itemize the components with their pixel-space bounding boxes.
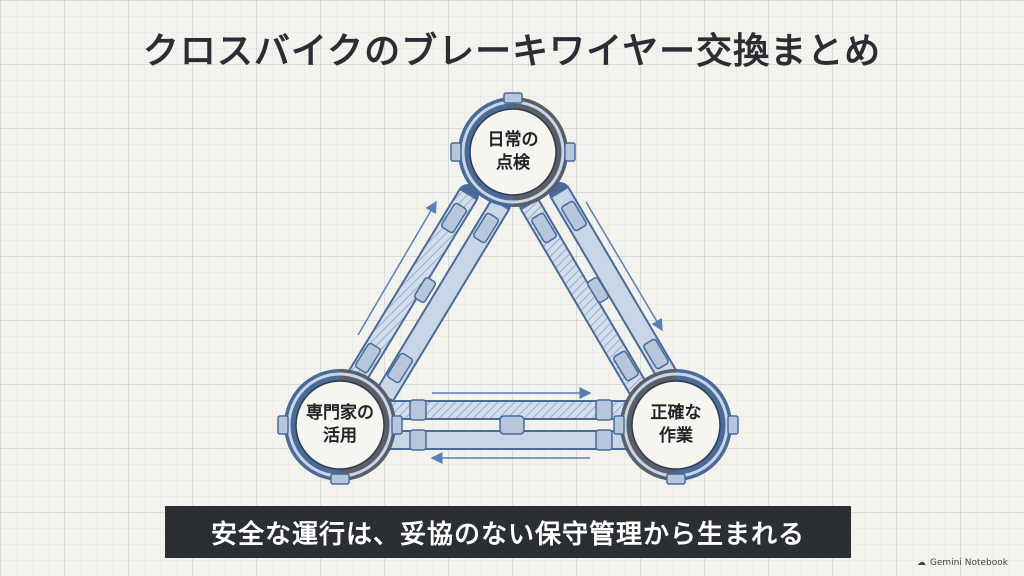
page-title: クロスバイクのブレーキワイヤー交換まとめ: [142, 31, 882, 72]
arrow-right-down: [585, 201, 663, 332]
node-right-line1: 正確な: [651, 402, 702, 423]
watermark-text: Gemini Notebook: [929, 558, 1008, 568]
node-daily-inspection: 日常の 点検: [450, 92, 576, 207]
node-top-line1: 日常の: [488, 129, 539, 150]
flow-arrows: [357, 200, 663, 464]
gemini-logo-icon: ☁: [916, 558, 926, 568]
caption-bar: 安全な運行は、妥協のない保守管理から生まれる: [165, 506, 851, 558]
node-left-line2: 活用: [323, 425, 357, 446]
node-expert-use: 専門家の 活用: [277, 369, 403, 485]
node-left-line1: 専門家の: [306, 402, 374, 423]
pipe-left-right: [380, 399, 640, 451]
caption-text: 安全な運行は、妥協のない保守管理から生まれる: [210, 519, 805, 550]
node-top-line2: 点検: [496, 152, 531, 173]
arrow-left-up: [357, 200, 437, 336]
pipe-top-right: [519, 182, 683, 406]
watermark: ☁ Gemini Notebook: [917, 558, 1008, 568]
pipe-top-left: [341, 184, 511, 406]
node-right-line2: 作業: [659, 425, 693, 446]
node-accurate-work: 正確な 作業: [613, 369, 739, 485]
